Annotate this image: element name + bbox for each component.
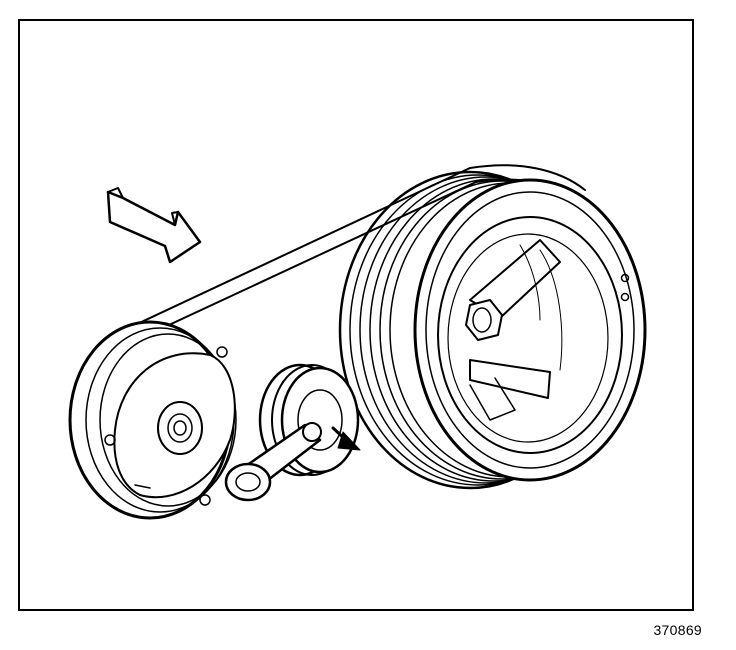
compressor-pulley [68,320,237,520]
belt-direction-arrow-icon [106,187,202,264]
tensioner-pulley [224,363,360,502]
crankshaft-pulley [338,170,647,490]
tensioner-rotation-arrow-icon [331,426,361,451]
figure-number: 370869 [653,622,702,638]
